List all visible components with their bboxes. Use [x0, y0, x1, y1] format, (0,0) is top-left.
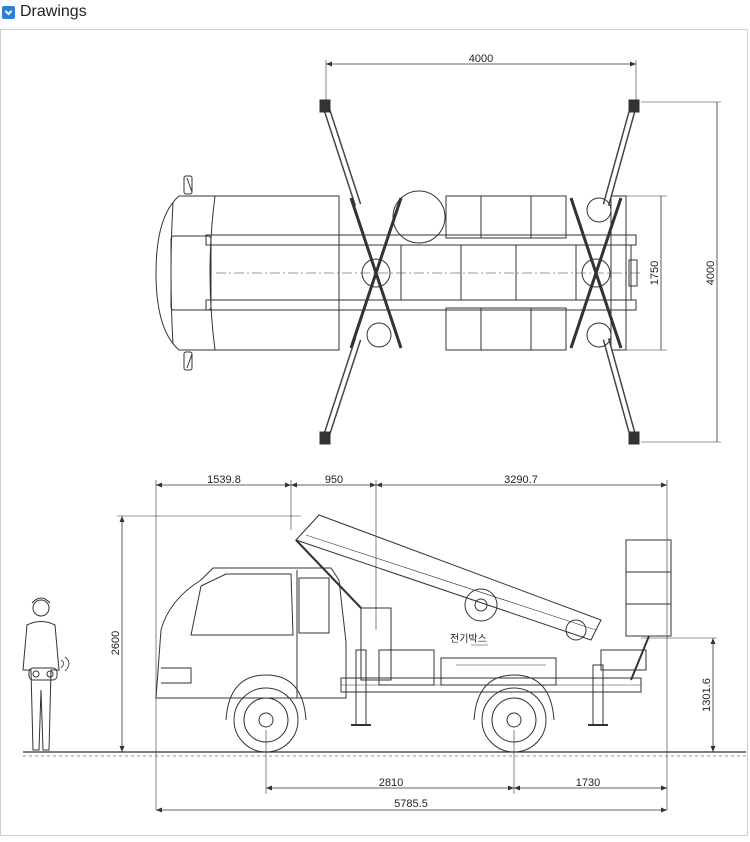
- dim-rear-overhang: 1730: [576, 777, 600, 789]
- dim-top-outer-width: 4000: [705, 261, 717, 285]
- technical-drawing: 4000 1750 4000: [22, 53, 746, 813]
- top-view-drawing: 4000 1750 4000: [155, 53, 721, 445]
- side-view-drawing: 1539.8 950 3290.7 2600 1301.6 2810 1730 …: [22, 474, 746, 813]
- dim-platform-height: 1301.6: [701, 678, 713, 712]
- dim-top-inner-width: 1750: [649, 261, 661, 285]
- dim-mast: 950: [325, 474, 343, 486]
- label-electric-box: 전기박스: [450, 633, 487, 645]
- dim-front-overhang: 1539.8: [207, 474, 241, 486]
- chevron-down-icon[interactable]: [2, 5, 15, 19]
- dim-total-length: 5785.5: [394, 798, 428, 810]
- dim-height: 2600: [110, 631, 122, 655]
- dim-top-width: 4000: [469, 53, 493, 65]
- dim-wheelbase: 2810: [379, 777, 403, 789]
- dim-boom: 3290.7: [504, 474, 538, 486]
- operator-figure: [22, 597, 70, 751]
- section-title: Drawings: [20, 3, 87, 20]
- section-header: Drawings: [0, 0, 750, 24]
- drawing-panel: 4000 1750 4000: [0, 29, 748, 836]
